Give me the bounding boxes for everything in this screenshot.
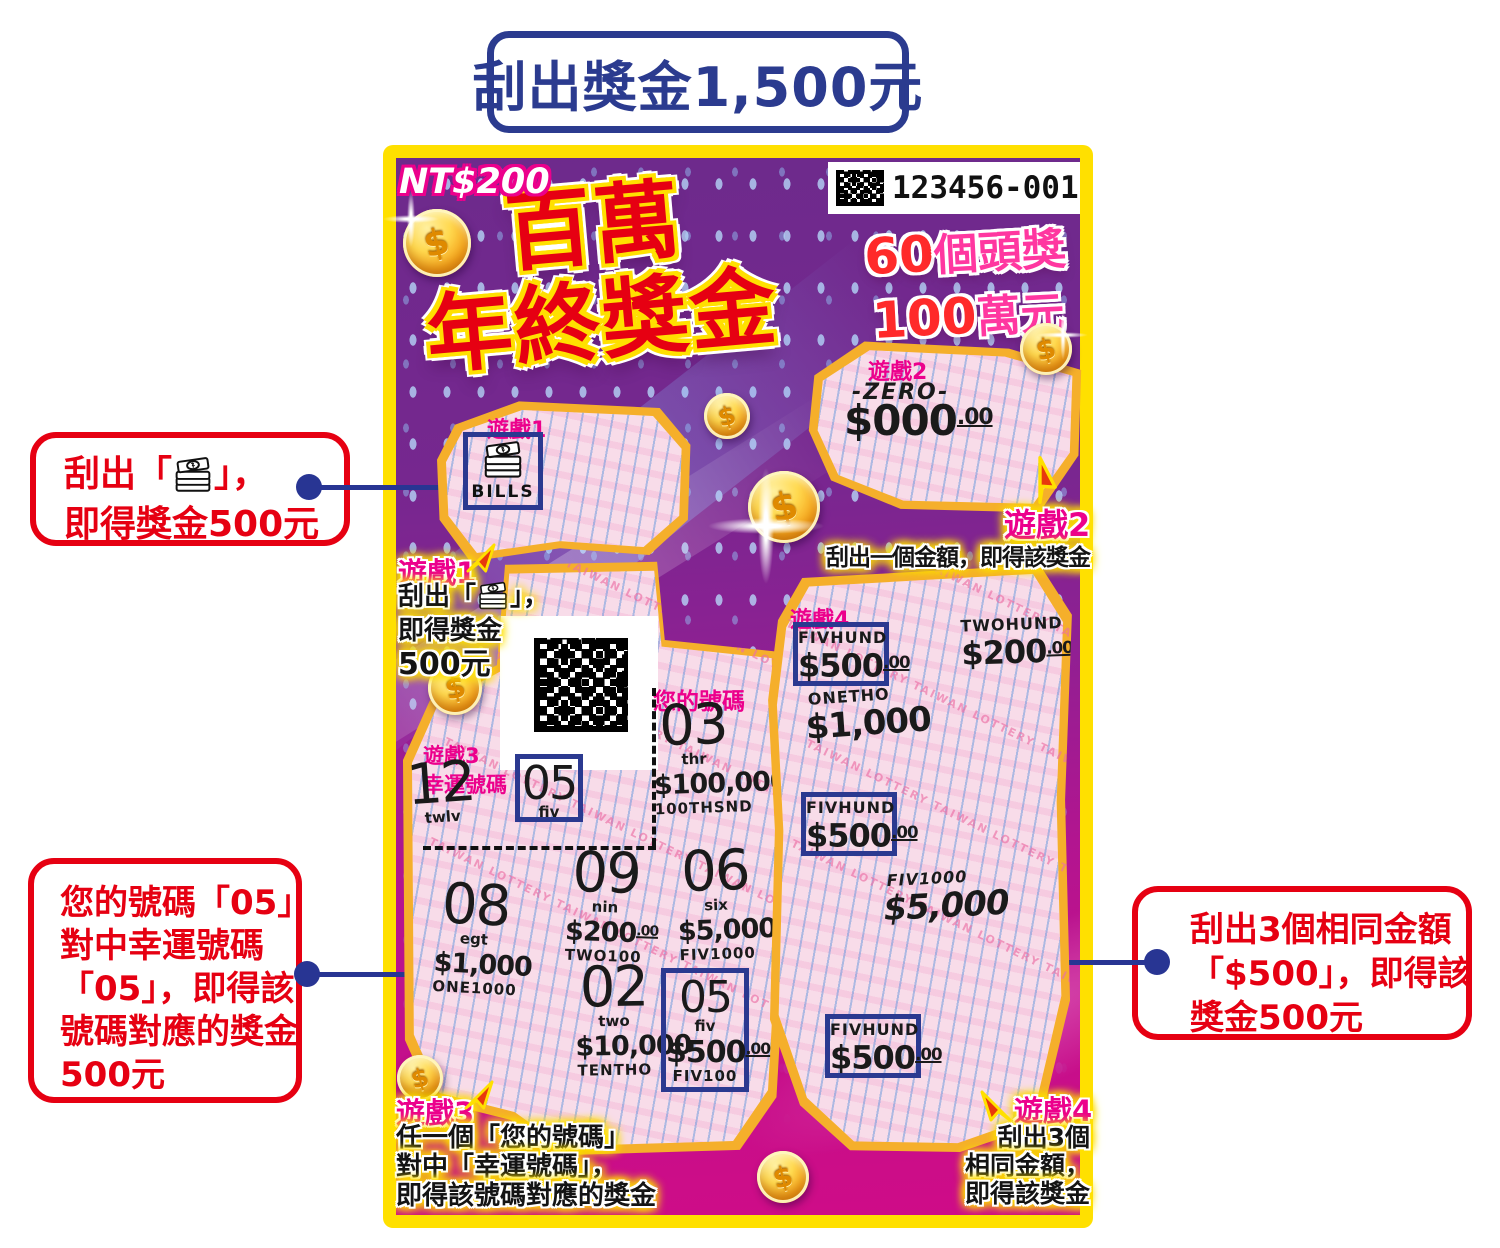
your-number: 02 two $10,000 TENTHO [575, 954, 692, 1080]
bills-icon [479, 440, 527, 480]
amount: FIV1000 $5,000 [882, 866, 1010, 930]
dashed-divider-vertical [652, 688, 656, 846]
amount-boxed: FIVHUND $500.00 [801, 792, 919, 856]
bills-caption: BILLS [471, 482, 535, 502]
your-number: 08 egt $1,000 ONE1000 [431, 871, 533, 1000]
game2-scratch-area[interactable]: TAIWAN LOTTERY TAIWAN LOTTERY TAIWAN LOT… [808, 341, 1082, 513]
pointer-icon [980, 1090, 1012, 1122]
callout-game3: 您的號碼「05」 對中幸運號碼 「05」，即得該 號碼對應的獎金 500元 [28, 858, 311, 1103]
game3-label: 遊戲3 [396, 1096, 475, 1130]
game1-description: 刮出「」， 即得獎金 500元 [398, 581, 550, 682]
your-number-boxed: 05 fiv $500.00 FIV100 [661, 968, 771, 1092]
serial-box: 123456-001 [828, 162, 1080, 214]
coin-icon [757, 1151, 809, 1203]
coin-icon [428, 661, 482, 715]
game1-desc-line1: 刮出「」， [398, 581, 550, 612]
pointer-icon [464, 1080, 494, 1110]
coin-icon [397, 1055, 443, 1101]
game3-scratch-label: 遊戲3 幸運號碼 [423, 744, 507, 797]
bills-icon [476, 581, 510, 611]
your-numbers-title: 您的號碼 [653, 689, 745, 715]
barcode-icon [836, 170, 884, 206]
game1-label: 遊戲1 [398, 556, 477, 590]
coin-icon [748, 471, 820, 543]
amount-boxed: FIVHUND $500.00 [825, 1014, 943, 1078]
game1-scratch-area[interactable]: TAIWAN LOTTERY TAIWAN LOTTERY TAIWAN LOT… [437, 401, 691, 562]
connector-line [309, 485, 451, 490]
game2-description: 刮出一個金額，即得該獎金 [826, 545, 1091, 571]
zero-amount: $000.00 [844, 396, 994, 445]
callout-game1-line2: 即得獎金500元 [64, 504, 320, 545]
banner-title: 刮出獎金1,500元 [472, 55, 924, 119]
game4-label: 遊戲4 [1014, 1094, 1093, 1128]
connector-dot [1144, 949, 1170, 975]
coin-icon [403, 209, 471, 277]
game4-scratch-label: 遊戲4 [790, 608, 850, 633]
amount: ONETHO $1,000 [804, 684, 933, 748]
game4-scratch-area[interactable]: TAIWAN LOTTERY TAIWAN LOTTERY TAIWAN LOT… [768, 564, 1074, 1153]
your-number: 06 six $5,000 FIV1000 [677, 837, 777, 965]
amount: TWOHUND $200.00 [960, 613, 1074, 673]
lucky-number: 12 twlv [404, 748, 477, 828]
zero-word: -ZERO- [852, 380, 950, 405]
connector-dot [294, 961, 320, 987]
connector-line [1046, 960, 1158, 965]
game3-description: 任一個「您的號碼」 對中「幸運號碼」， 即得該號碼對應的獎金 [396, 1123, 657, 1211]
scratch-foil [776, 573, 1064, 1144]
qr-code-box [500, 616, 658, 770]
game4-description: 刮出3個 相同金額， 即得該獎金 [964, 1123, 1090, 1208]
callout-game1-line1: 刮出「」， [64, 454, 269, 495]
game1-scratch-label: 遊戲1 [487, 418, 547, 443]
amount-value: $5,000 [882, 882, 1010, 930]
game2-label: 遊戲2 [1004, 506, 1091, 544]
bills-icon [172, 456, 214, 494]
game2-scratch-label: 遊戲2 [868, 360, 928, 385]
banner: 刮出獎金1,500元 [473, 31, 922, 133]
ticket-price: NT$200 [399, 162, 550, 202]
callout-game4: 刮出3個相同金額 「$500」，即得該 獎金500元 [1132, 886, 1472, 1040]
lucky-number-boxed: 05 fiv [515, 754, 583, 822]
your-number: 03 thr $100,000 100THSND [653, 691, 789, 819]
your-number: 09 nin $200.00 TWO100 [564, 839, 659, 967]
connector-line [307, 972, 429, 977]
connector-dot [296, 474, 322, 500]
coin-icon [1020, 323, 1072, 375]
dashed-divider-horizontal [423, 846, 656, 850]
pointer-icon [466, 543, 496, 573]
amount-boxed: FIVHUND $500.00 [793, 622, 911, 686]
qr-code-icon [534, 638, 628, 732]
scratch-foil [817, 350, 1073, 504]
serial-number: 123456-001 [892, 170, 1079, 206]
bills-symbol-box: BILLS [463, 432, 543, 510]
coin-icon [704, 393, 750, 439]
